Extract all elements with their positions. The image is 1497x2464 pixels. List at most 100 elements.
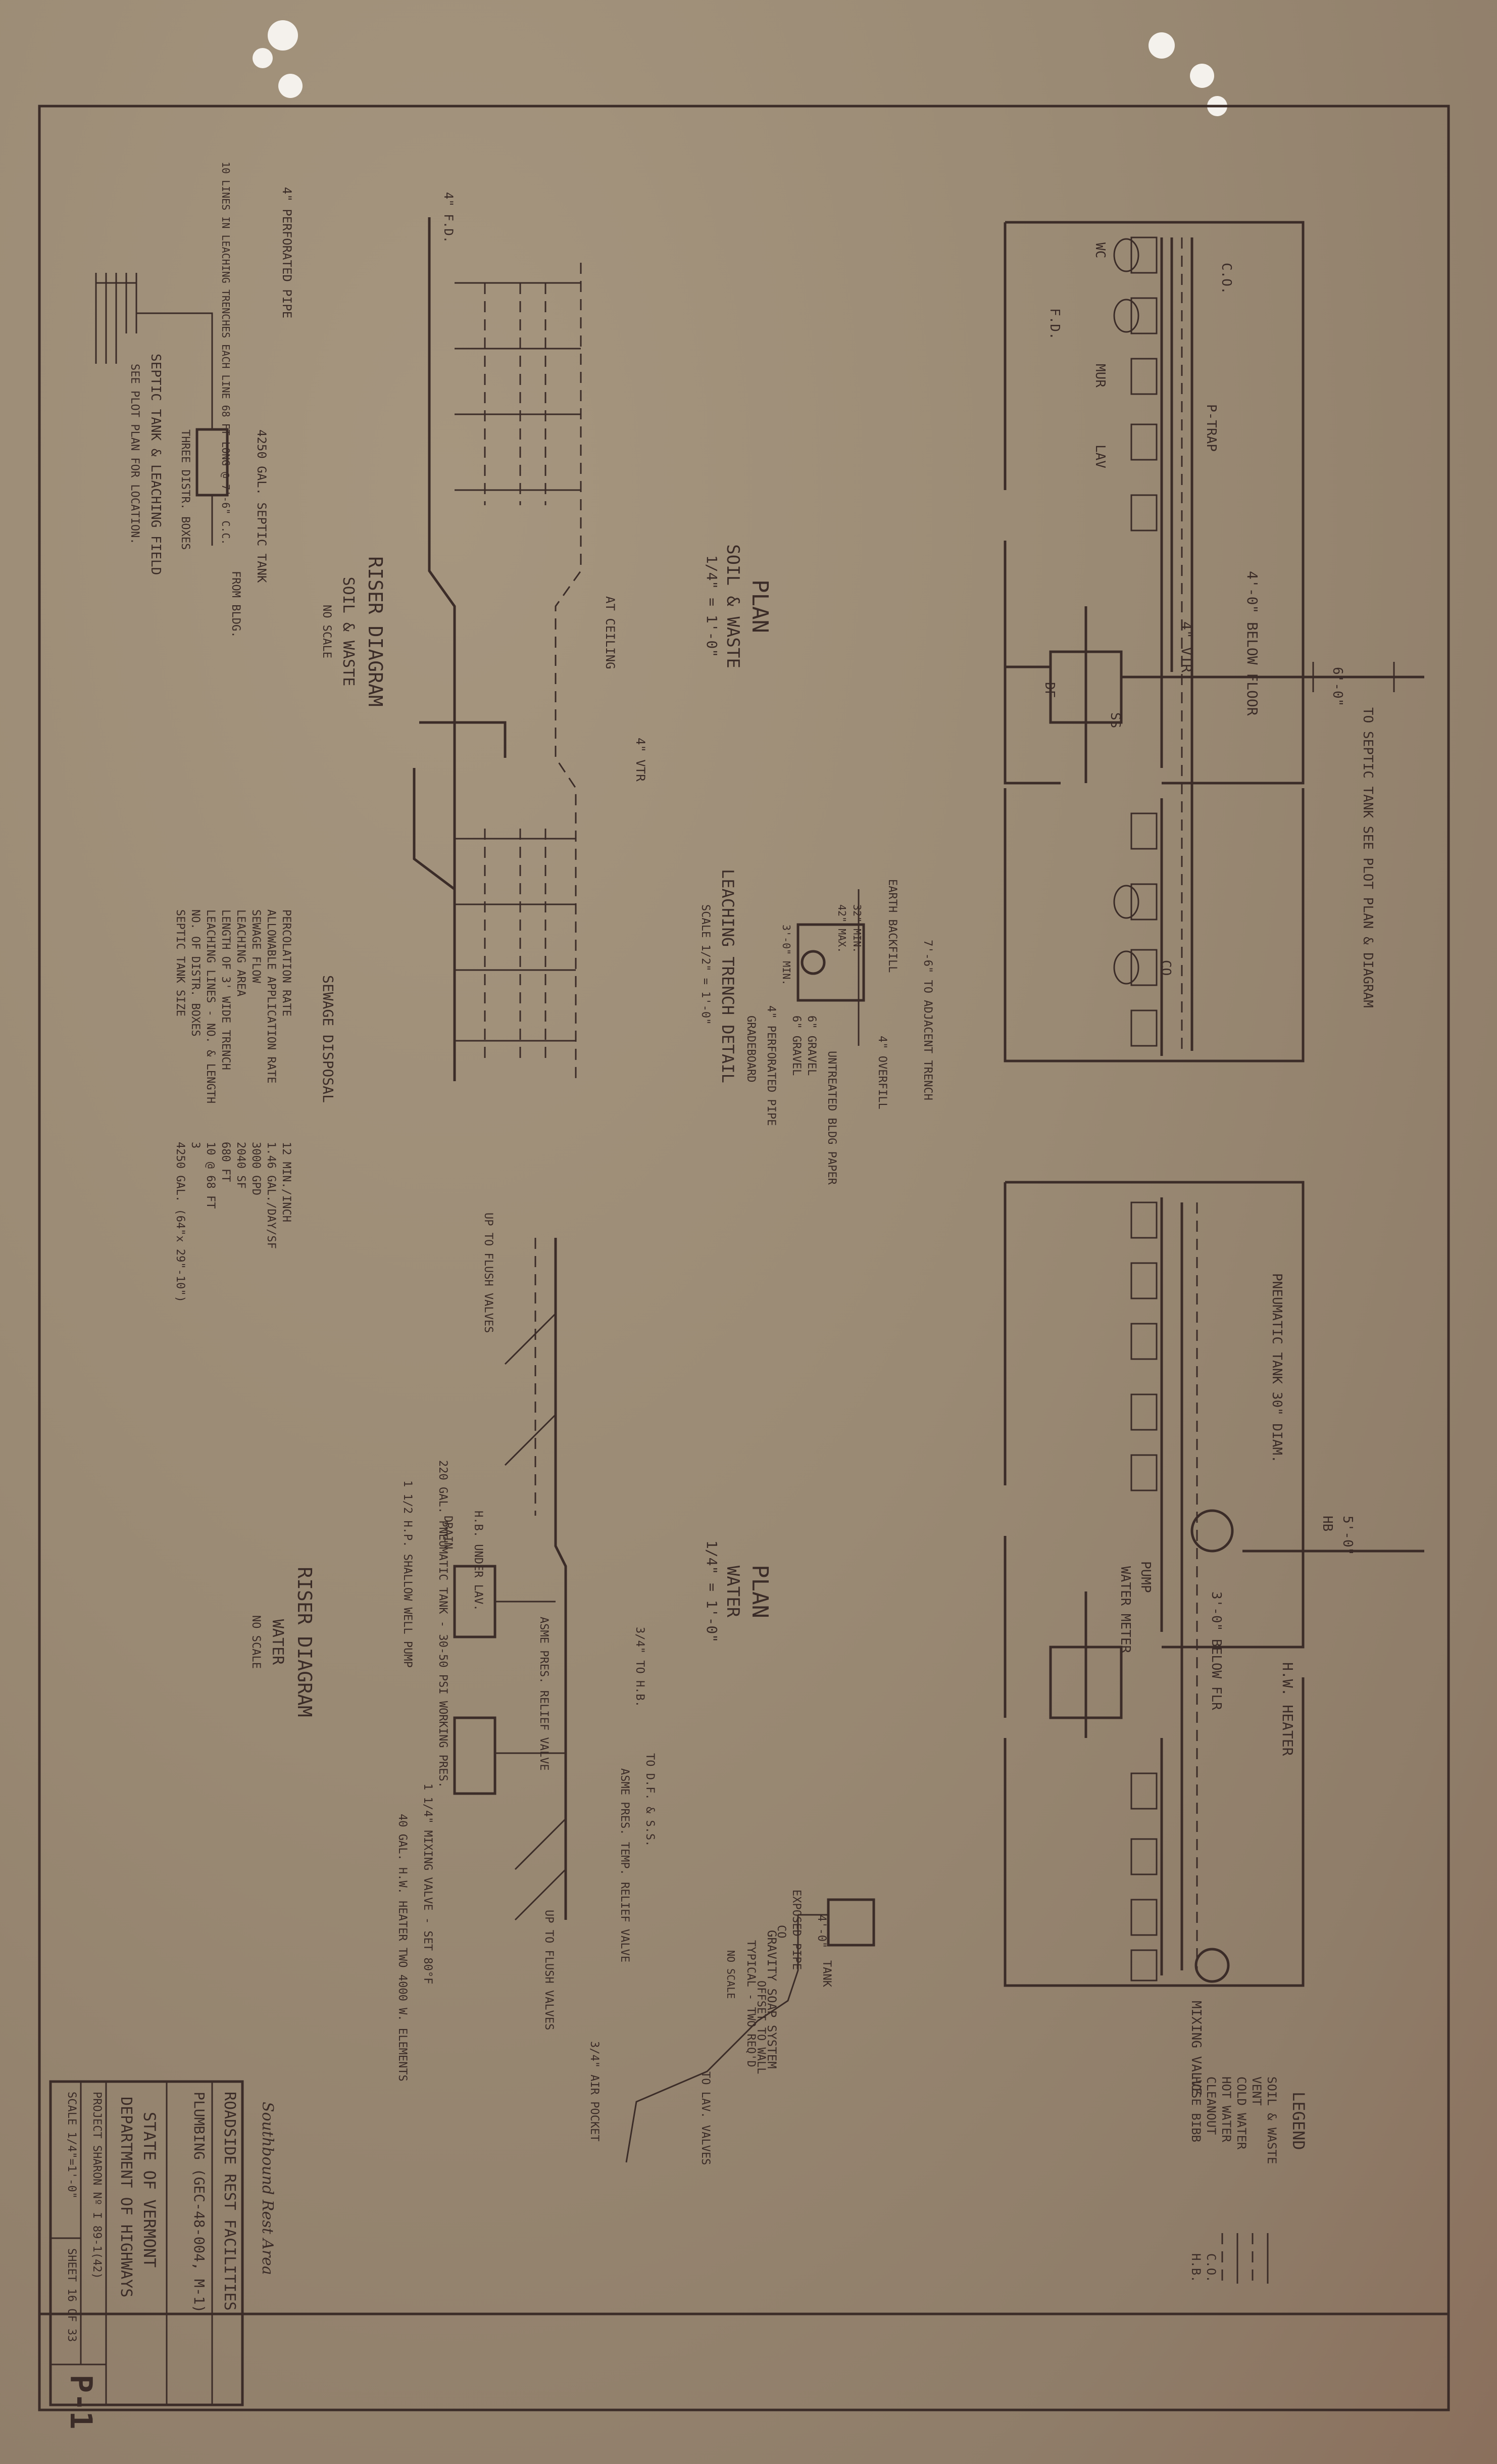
sewage-row-label: LEACHING LINES - NO. & LENGTH	[204, 909, 217, 1103]
soap-exposed-label: EXPOSED PIPE	[790, 1890, 803, 1970]
water-riser-label: 1 1/2 H.P. SHALLOW WELL PUMP	[401, 1480, 414, 1668]
title-scale: SCALE 1/4"=1'-0"	[65, 2092, 78, 2199]
label-df: DF	[1042, 682, 1057, 698]
sewage-row-label: SEWAGE FLOW	[249, 909, 262, 983]
water-riser-label: 1 1/4" MIXING VALVE - SET 80°F	[421, 1783, 434, 1984]
water-riser-label: ASME PRES. TEMP. RELIEF VALVE	[618, 1768, 631, 1962]
soil-riser-note: NO SCALE	[320, 605, 333, 658]
soil-riser-diagram	[413, 217, 582, 1081]
title-sheet-number: SHEET 16 OF 33	[65, 2248, 78, 2342]
septic-lines-note: 10 LINES IN LEACHING TRENCHES EACH LINE …	[220, 162, 232, 545]
trench-label-min: 32" MIN.	[851, 904, 863, 953]
sewage-row-value: 1.46 GAL./DAY/SF	[265, 1142, 277, 1249]
sewage-row-label: LENGTH OF 3' WIDE TRENCH	[219, 909, 232, 1070]
leaching-trench-detail	[796, 889, 865, 1046]
sewage-row-label: NO. OF DISTR. BOXES	[189, 909, 202, 1037]
soil-riser-title: RISER DIAGRAM	[364, 556, 386, 706]
soap-title: GRAVITY SOAP SYSTEM	[765, 1930, 779, 2069]
water-riser-label: 3/4" AIR POCKET	[588, 2041, 601, 2142]
trench-label-width: 3'-0" MIN.	[780, 925, 792, 985]
sewage-row-label: ALLOWABLE APPLICATION RATE	[265, 909, 277, 1083]
label-below-flr: 3'-0" BELOW FLR	[1209, 1591, 1224, 1710]
label-dim-6ft: 6'-0"	[1330, 667, 1345, 706]
label-pneumatic-tank: PNEUMATIC TANK 30" DIAM.	[1269, 1273, 1284, 1463]
label-hb: HB	[1320, 1516, 1335, 1531]
label-ptrap: P-TRAP	[1204, 404, 1219, 452]
trench-label-adjacent: 7'-6" TO ADJACENT TRENCH	[921, 940, 934, 1100]
sewage-row-label: PERCOLATION RATE	[280, 909, 292, 1017]
water-riser-label: 40 GAL. H.W. HEATER TWO 4000 W. ELEMENTS	[396, 1814, 409, 2082]
septic-tank-label: 4250 GAL. SEPTIC TANK	[255, 429, 269, 583]
water-riser-title: RISER DIAGRAM	[293, 1567, 316, 1717]
septic-boxes: THREE DISTR. BOXES	[179, 429, 191, 550]
water-riser-label: 220 GAL. PNEUMATIC TANK - 30-50 PSI WORK…	[436, 1460, 449, 1788]
septic-title: SEPTIC TANK & LEACHING FIELD	[148, 354, 163, 575]
legend-item-hot-water: HOT WATER	[1219, 2076, 1233, 2143]
title-project-name: ROADSIDE REST FACILITIES	[221, 2092, 238, 2310]
trench-title: LEACHING TRENCH DETAIL	[718, 869, 737, 1083]
water-riser-label: UP TO FLUSH VALVES	[542, 1910, 555, 2030]
label-pump: PUMP	[1138, 1561, 1153, 1593]
soil-riser-fd: 4" F.D.	[441, 192, 456, 243]
water-riser-label: DRAIN	[441, 1516, 454, 1549]
water-riser-label: TO D.F. & S.S.	[643, 1753, 656, 1847]
legend-item-soil: SOIL & WASTE	[1265, 2076, 1279, 2164]
sewage-row-value: 2040 SF	[234, 1142, 247, 1189]
water-riser-diagram	[453, 1238, 567, 1921]
legend-item-cold-water: COLD WATER	[1234, 2076, 1249, 2150]
legend-item-vent: VENT	[1250, 2076, 1264, 2106]
sewage-row-value: 4250 GAL. (64"x 29"-10")	[174, 1142, 186, 1302]
sewage-title: SEWAGE DISPOSAL	[320, 975, 336, 1103]
soap-offset-label: OFFSET TO WALL	[755, 1980, 767, 2074]
water-plan	[1004, 1181, 1424, 1987]
sewage-row-value: 3000 GPD	[249, 1142, 262, 1195]
soap-tank-label: TANK	[820, 1960, 833, 1988]
sewage-row-label: SEPTIC TANK SIZE	[174, 909, 186, 1017]
punch-hole	[268, 20, 298, 51]
label-lav: LAV	[1092, 445, 1108, 468]
label-hw-heater: H.W. HEATER	[1279, 1662, 1296, 1756]
label-co: CO	[1158, 960, 1173, 976]
soil-plan-title: PLAN	[747, 579, 773, 633]
trench-scale: SCALE 1/2" = 1'-0"	[699, 904, 712, 1025]
water-riser-subtitle: WATER	[269, 1619, 286, 1665]
title-handwritten: Southbound Rest Area	[259, 2102, 276, 2275]
sheet-border	[38, 105, 1450, 2411]
soil-riser-subtitle: SOIL & WASTE	[339, 577, 357, 687]
sewage-row-value: 680 FT	[219, 1142, 232, 1182]
trench-label-earth: EARTH BACKFILL	[886, 879, 899, 973]
soil-riser-vtr: 4" VTR	[633, 738, 647, 782]
trench-label-gravel-1: 6" GRAVEL	[805, 1016, 818, 1076]
sewage-row-value: 10 @ 68 FT	[204, 1142, 217, 1209]
label-vtr: 4" VTR	[1178, 621, 1195, 672]
label-ss: SS	[1108, 712, 1123, 728]
title-state: STATE OF VERMONT	[140, 2112, 159, 2267]
septic-perforated-pipe: 4" PERFORATED PIPE	[280, 187, 294, 318]
water-plan-title: PLAN	[747, 1565, 773, 1618]
label-mixing-valve: MIXING VALVE	[1188, 2001, 1204, 2096]
trench-label-paper: UNTREATED BLDG PAPER	[825, 1051, 838, 1185]
trench-label-gravel-2: 6" GRAVEL	[790, 1016, 803, 1076]
soil-waste-plan	[1004, 221, 1424, 1062]
sewage-row-value: 12 MIN./INCH	[280, 1142, 292, 1222]
punch-hole	[1190, 64, 1214, 88]
title-project-no: PROJECT SHARON Nº I 89-1(42)	[90, 2092, 103, 2279]
hw-heater-symbol	[453, 1716, 496, 1795]
label-to-septic: TO SEPTIC TANK SEE PLOT PLAN & DIAGRAM	[1360, 707, 1375, 1008]
soap-note: NO SCALE	[725, 1950, 737, 1999]
soap-dim-label: 4'-0"	[815, 1915, 828, 1948]
sewage-row-label: LEACHING AREA	[234, 909, 247, 996]
punch-hole	[1149, 32, 1175, 59]
trench-label-max: 42" MAX.	[836, 904, 848, 953]
label-water-meter: WATER METER	[1118, 1566, 1133, 1654]
title-sheet-subject: PLUMBING (GEC-48-004, M-1)	[191, 2092, 208, 2313]
water-riser-label: UP TO FLUSH VALVES	[482, 1213, 494, 1333]
soap-tank-symbol	[827, 1898, 875, 1947]
label-wc: WC	[1092, 243, 1108, 258]
legend-symbol-hose-bibb: H.B.	[1189, 2253, 1203, 2283]
water-riser-note: NO SCALE	[249, 1615, 262, 1669]
water-riser-label: H.B. UNDER LAV.	[472, 1511, 484, 1611]
label-co-top: C.O.	[1219, 263, 1234, 295]
